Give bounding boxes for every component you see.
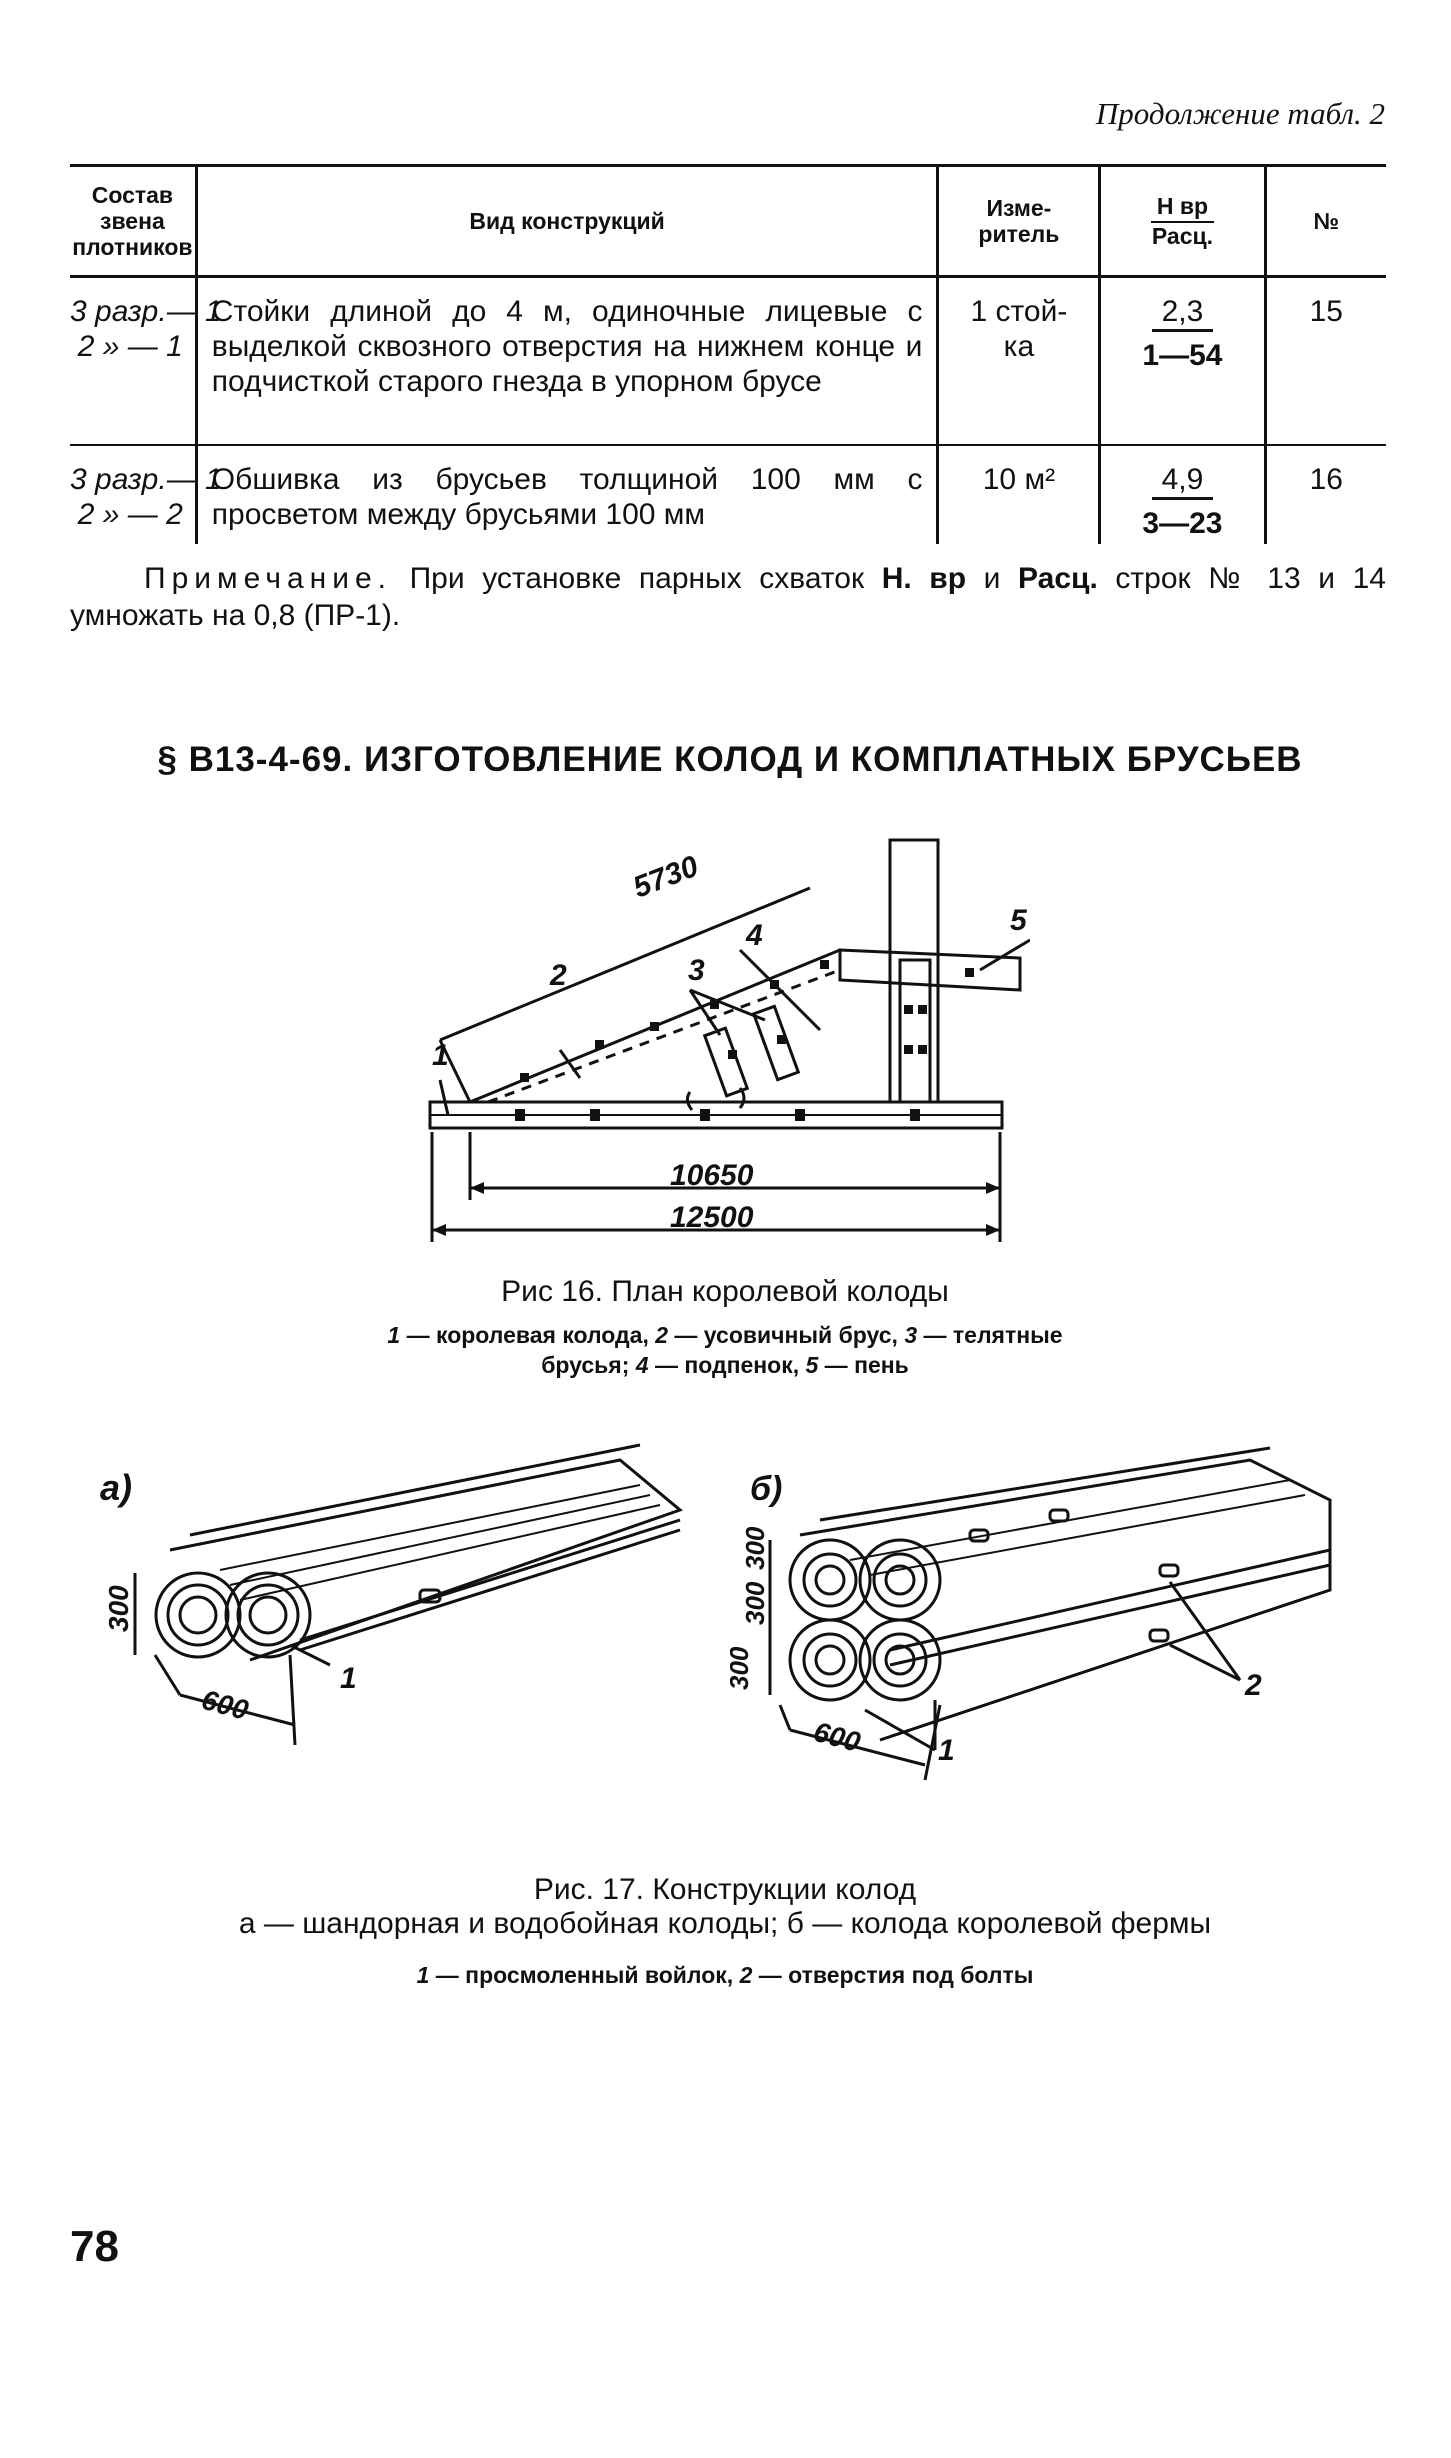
- note-lead: Примечание.: [144, 562, 392, 595]
- dim-10650: 10650: [670, 1159, 754, 1192]
- header-norm-rate: Н вр Расц.: [1098, 164, 1267, 278]
- table-note: Примечание. При установке парных схваток…: [70, 562, 1386, 632]
- dim-a-300: 300: [103, 1585, 134, 1632]
- header-number: №: [1263, 164, 1386, 278]
- dim-5730: 5730: [629, 850, 703, 905]
- cell-norm-rate: 4,9 3—23: [1098, 444, 1267, 544]
- label-a: а): [100, 1467, 132, 1508]
- callout-2: 2: [549, 959, 567, 992]
- callout-b-1: 1: [938, 1734, 955, 1767]
- cell-norm-rate: 2,3 1—54: [1098, 276, 1267, 446]
- cell-number: 16: [1263, 444, 1386, 544]
- section-title: § В13-4-69. ИЗГОТОВЛЕНИЕ КОЛОД И КОМПЛАТ…: [157, 740, 1303, 779]
- work-norms-table: Состав звена плотников Вид конструкций И…: [70, 164, 1386, 544]
- callout-3: 3: [688, 954, 705, 987]
- header-crew: Состав звена плотников: [70, 164, 198, 278]
- figure-17b-drawing: б) 300 300 300 600 1 2: [730, 1446, 1332, 1781]
- dim-b-300-2: 300: [740, 1581, 770, 1625]
- cell-description: Стойки длиной до 4 м, одиночные лицевые …: [194, 276, 940, 446]
- dim-a-600: 600: [198, 1684, 252, 1726]
- cell-unit: 1 стой- ка: [936, 276, 1102, 446]
- dim-b-300-1: 300: [740, 1526, 770, 1570]
- page-number: 78: [70, 2222, 119, 2271]
- dim-b-600: 600: [810, 1716, 864, 1758]
- label-b: б): [750, 1470, 782, 1508]
- callout-b-2: 2: [1244, 1669, 1262, 1702]
- table-row: 3 разр.— 1 2 » — 2 Обшивка из брусьев то…: [70, 444, 1386, 544]
- cell-crew: 3 разр.— 1 2 » — 1: [70, 276, 222, 446]
- figure-16-plan: 5730 10650 12500 1 2 3 4 5: [428, 838, 1030, 1242]
- table-row: 3 разр.— 1 2 » — 1 Стойки длиной до 4 м,…: [70, 276, 1386, 446]
- dim-b-300-3: 300: [730, 1646, 754, 1690]
- table-header-row: Состав звена плотников Вид конструкций И…: [70, 164, 1386, 278]
- cell-crew: 3 разр.— 1 2 » — 2: [70, 444, 222, 544]
- figure-17-caption: Рис. 17. Конструкции колод а — шандорная…: [238, 1873, 1212, 1940]
- cell-number: 15: [1263, 276, 1386, 446]
- figure-17a-drawing: а) 300 600 1: [100, 1443, 683, 1746]
- cell-description: Обшивка из брусьев толщиной 100 мм с про…: [194, 444, 940, 544]
- callout-5: 5: [1010, 904, 1028, 937]
- header-kind: Вид конструкций: [194, 164, 940, 278]
- dim-12500: 12500: [670, 1201, 754, 1234]
- table-continuation-label: Продолжение табл. 2: [1095, 96, 1385, 131]
- callout-4: 4: [745, 919, 763, 952]
- header-unit: Изме- ритель: [936, 164, 1102, 278]
- figure-16-caption: Рис 16. План королевой колоды: [501, 1275, 949, 1308]
- figure-17-legend: 1 — просмоленный войлок, 2 — отверстия п…: [416, 1962, 1034, 1988]
- figure-16-legend: 1 — королевая колода, 2 — усовичный брус…: [387, 1322, 1063, 1378]
- cell-unit: 10 м²: [936, 444, 1102, 544]
- callout-1: 1: [432, 1039, 449, 1072]
- callout-a-1: 1: [340, 1662, 357, 1695]
